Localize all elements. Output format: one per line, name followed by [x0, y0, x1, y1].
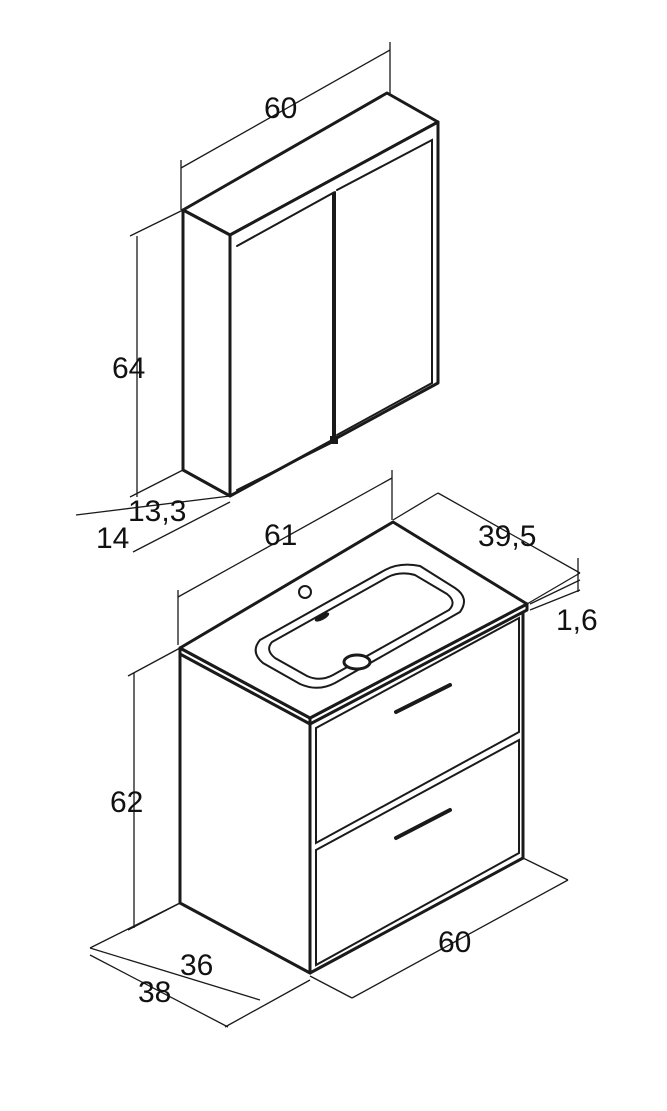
washbasin-bowl [254, 563, 465, 689]
drawer-handle-upper [394, 683, 452, 714]
mirror-cabinet [181, 91, 440, 498]
drawer-handle-lower [394, 808, 452, 840]
washbasin-bowl-inner [268, 572, 454, 680]
tap-hole [298, 585, 312, 599]
mirror-cabinet-switch [330, 436, 338, 444]
dimension-lines [75, 42, 581, 1028]
vanity-height-label: 62 [110, 786, 143, 819]
vanity-width-label: 60 [438, 926, 471, 959]
drain-plug [342, 653, 372, 671]
vanity-outer-depth-label: 38 [138, 976, 171, 1009]
vanity-drawer-lower [315, 738, 520, 967]
overflow-slot [314, 612, 330, 622]
mirror-cabinet-door-right [336, 138, 433, 436]
mirror-cabinet-side [181, 208, 232, 498]
dimension-labels: 60 64 13,3 14 61 39,5 1,6 62 60 36 38 [96, 92, 598, 1009]
mirror-cabinet-outer-depth-label: 14 [96, 522, 129, 555]
washbasin [178, 520, 529, 726]
washbasin-thickness-label: 1,6 [556, 604, 598, 637]
mirror-cabinet-width-label: 60 [264, 92, 297, 125]
vanity-drawer-upper [315, 616, 520, 845]
mirror-cabinet-height-label: 64 [112, 352, 145, 385]
washbasin-depth-label: 39,5 [478, 520, 536, 553]
washbasin-width-label: 61 [264, 519, 297, 552]
mirror-cabinet-inner-depth-label: 13,3 [128, 495, 186, 528]
vanity-inner-depth-label: 36 [180, 949, 213, 982]
mirror-cabinet-door-left [236, 191, 334, 491]
